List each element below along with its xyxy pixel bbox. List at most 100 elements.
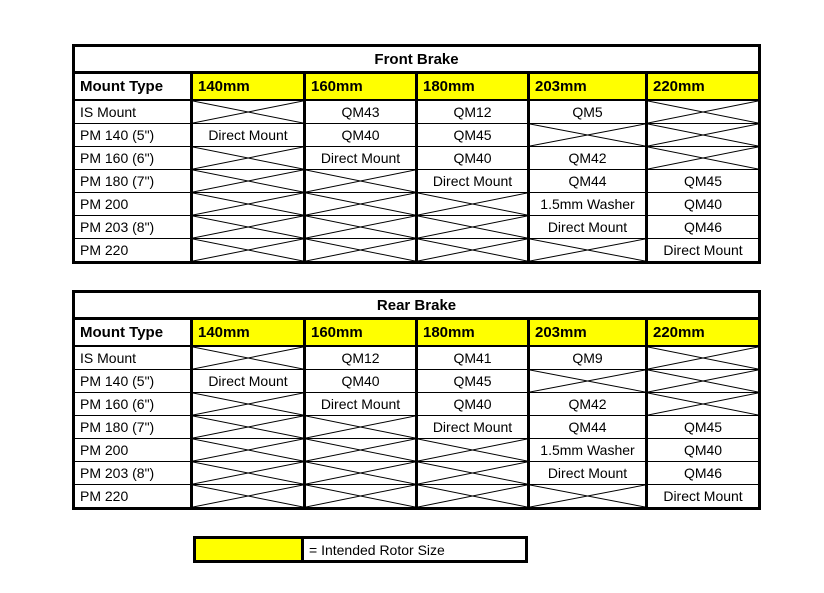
mount-type-cell: IS Mount <box>72 345 193 370</box>
mount-type-header: Mount Type <box>72 317 193 347</box>
adapter-value-cell: 1.5mm Washer <box>527 438 648 462</box>
adapter-value-cell: QM44 <box>527 169 648 193</box>
adapter-value-cell: Direct Mount <box>303 392 418 416</box>
mount-type-cell: PM 180 (7") <box>72 169 193 193</box>
adapter-value-cell: QM42 <box>527 392 648 416</box>
mount-type-cell: PM 203 (8") <box>72 215 193 239</box>
crossed-out-x-icon <box>530 124 645 146</box>
not-applicable-cell <box>303 461 418 485</box>
crossed-out-x-icon <box>530 239 645 261</box>
not-applicable-cell <box>644 123 762 147</box>
adapter-value-cell: QM40 <box>644 438 762 462</box>
not-applicable-cell <box>644 345 762 370</box>
crossed-out-x-icon <box>648 124 758 146</box>
adapter-value-cell: QM9 <box>527 345 648 370</box>
mount-type-cell: PM 160 (6") <box>72 146 193 170</box>
crossed-out-x-icon <box>306 485 415 507</box>
crossed-out-x-icon <box>193 439 303 461</box>
size-header-140mm: 140mm <box>190 71 306 101</box>
not-applicable-cell <box>303 238 418 263</box>
crossed-out-x-icon <box>306 462 415 484</box>
size-header-220mm: 220mm <box>644 317 762 347</box>
not-applicable-cell <box>527 123 648 147</box>
not-applicable-cell <box>415 461 530 485</box>
mount-type-cell: PM 200 <box>72 438 193 462</box>
size-header-203mm: 203mm <box>527 71 648 101</box>
mount-type-cell: PM 160 (6") <box>72 392 193 416</box>
crossed-out-x-icon <box>418 462 527 484</box>
not-applicable-cell <box>303 169 418 193</box>
not-applicable-cell <box>190 461 306 485</box>
crossed-out-x-icon <box>193 462 303 484</box>
adapter-value-cell: QM12 <box>303 345 418 370</box>
adapter-value-cell: QM45 <box>644 169 762 193</box>
adapter-value-cell: Direct Mount <box>527 215 648 239</box>
adapter-value-cell: QM40 <box>415 146 530 170</box>
not-applicable-cell <box>190 169 306 193</box>
mount-type-cell: PM 203 (8") <box>72 461 193 485</box>
front-brake-title-row: Front Brake <box>71 44 762 74</box>
mount-type-cell: PM 140 (5") <box>72 369 193 393</box>
adapter-value-cell: QM45 <box>415 369 530 393</box>
not-applicable-cell <box>303 438 418 462</box>
not-applicable-cell <box>303 415 418 439</box>
adapter-value-cell: QM43 <box>303 99 418 124</box>
not-applicable-cell <box>303 215 418 239</box>
crossed-out-x-icon <box>193 147 303 169</box>
crossed-out-x-icon <box>418 193 527 215</box>
not-applicable-cell <box>415 484 530 509</box>
crossed-out-x-icon <box>306 239 415 261</box>
crossed-out-x-icon <box>418 216 527 238</box>
adapter-value-cell: Direct Mount <box>415 415 530 439</box>
adapter-value-cell: Direct Mount <box>190 123 306 147</box>
adapter-value-cell: QM45 <box>415 123 530 147</box>
crossed-out-x-icon <box>418 239 527 261</box>
crossed-out-x-icon <box>193 193 303 215</box>
crossed-out-x-icon <box>648 147 758 169</box>
not-applicable-cell <box>415 438 530 462</box>
mount-type-cell: PM 200 <box>72 192 193 216</box>
mount-type-cell: PM 220 <box>72 238 193 263</box>
adapter-value-cell: Direct Mount <box>415 169 530 193</box>
crossed-out-x-icon <box>648 101 758 123</box>
crossed-out-x-icon <box>306 439 415 461</box>
size-header-140mm: 140mm <box>190 317 306 347</box>
mount-type-cell: PM 140 (5") <box>72 123 193 147</box>
crossed-out-x-icon <box>530 485 645 507</box>
legend-label: = Intended Rotor Size <box>309 541 445 558</box>
adapter-value-cell: Direct Mount <box>303 146 418 170</box>
table-row: PM 220 Direct Mount <box>72 484 762 509</box>
size-header-160mm: 160mm <box>303 317 418 347</box>
adapter-value-cell: QM5 <box>527 99 648 124</box>
not-applicable-cell <box>415 192 530 216</box>
adapter-value-cell: Direct Mount <box>644 484 762 509</box>
mount-type-cell: PM 220 <box>72 484 193 509</box>
front-brake-title: Front Brake <box>71 44 762 74</box>
not-applicable-cell <box>190 484 306 509</box>
not-applicable-cell <box>190 415 306 439</box>
not-applicable-cell <box>644 369 762 393</box>
adapter-value-cell: QM46 <box>644 215 762 239</box>
not-applicable-cell <box>303 484 418 509</box>
crossed-out-x-icon <box>306 193 415 215</box>
not-applicable-cell <box>527 369 648 393</box>
crossed-out-x-icon <box>193 347 303 369</box>
size-header-180mm: 180mm <box>415 317 530 347</box>
adapter-value-cell: QM46 <box>644 461 762 485</box>
adapter-value-cell: Direct Mount <box>527 461 648 485</box>
legend-yellow-swatch <box>196 539 304 560</box>
not-applicable-cell <box>527 238 648 263</box>
adapter-value-cell: QM40 <box>303 123 418 147</box>
size-header-203mm: 203mm <box>527 317 648 347</box>
